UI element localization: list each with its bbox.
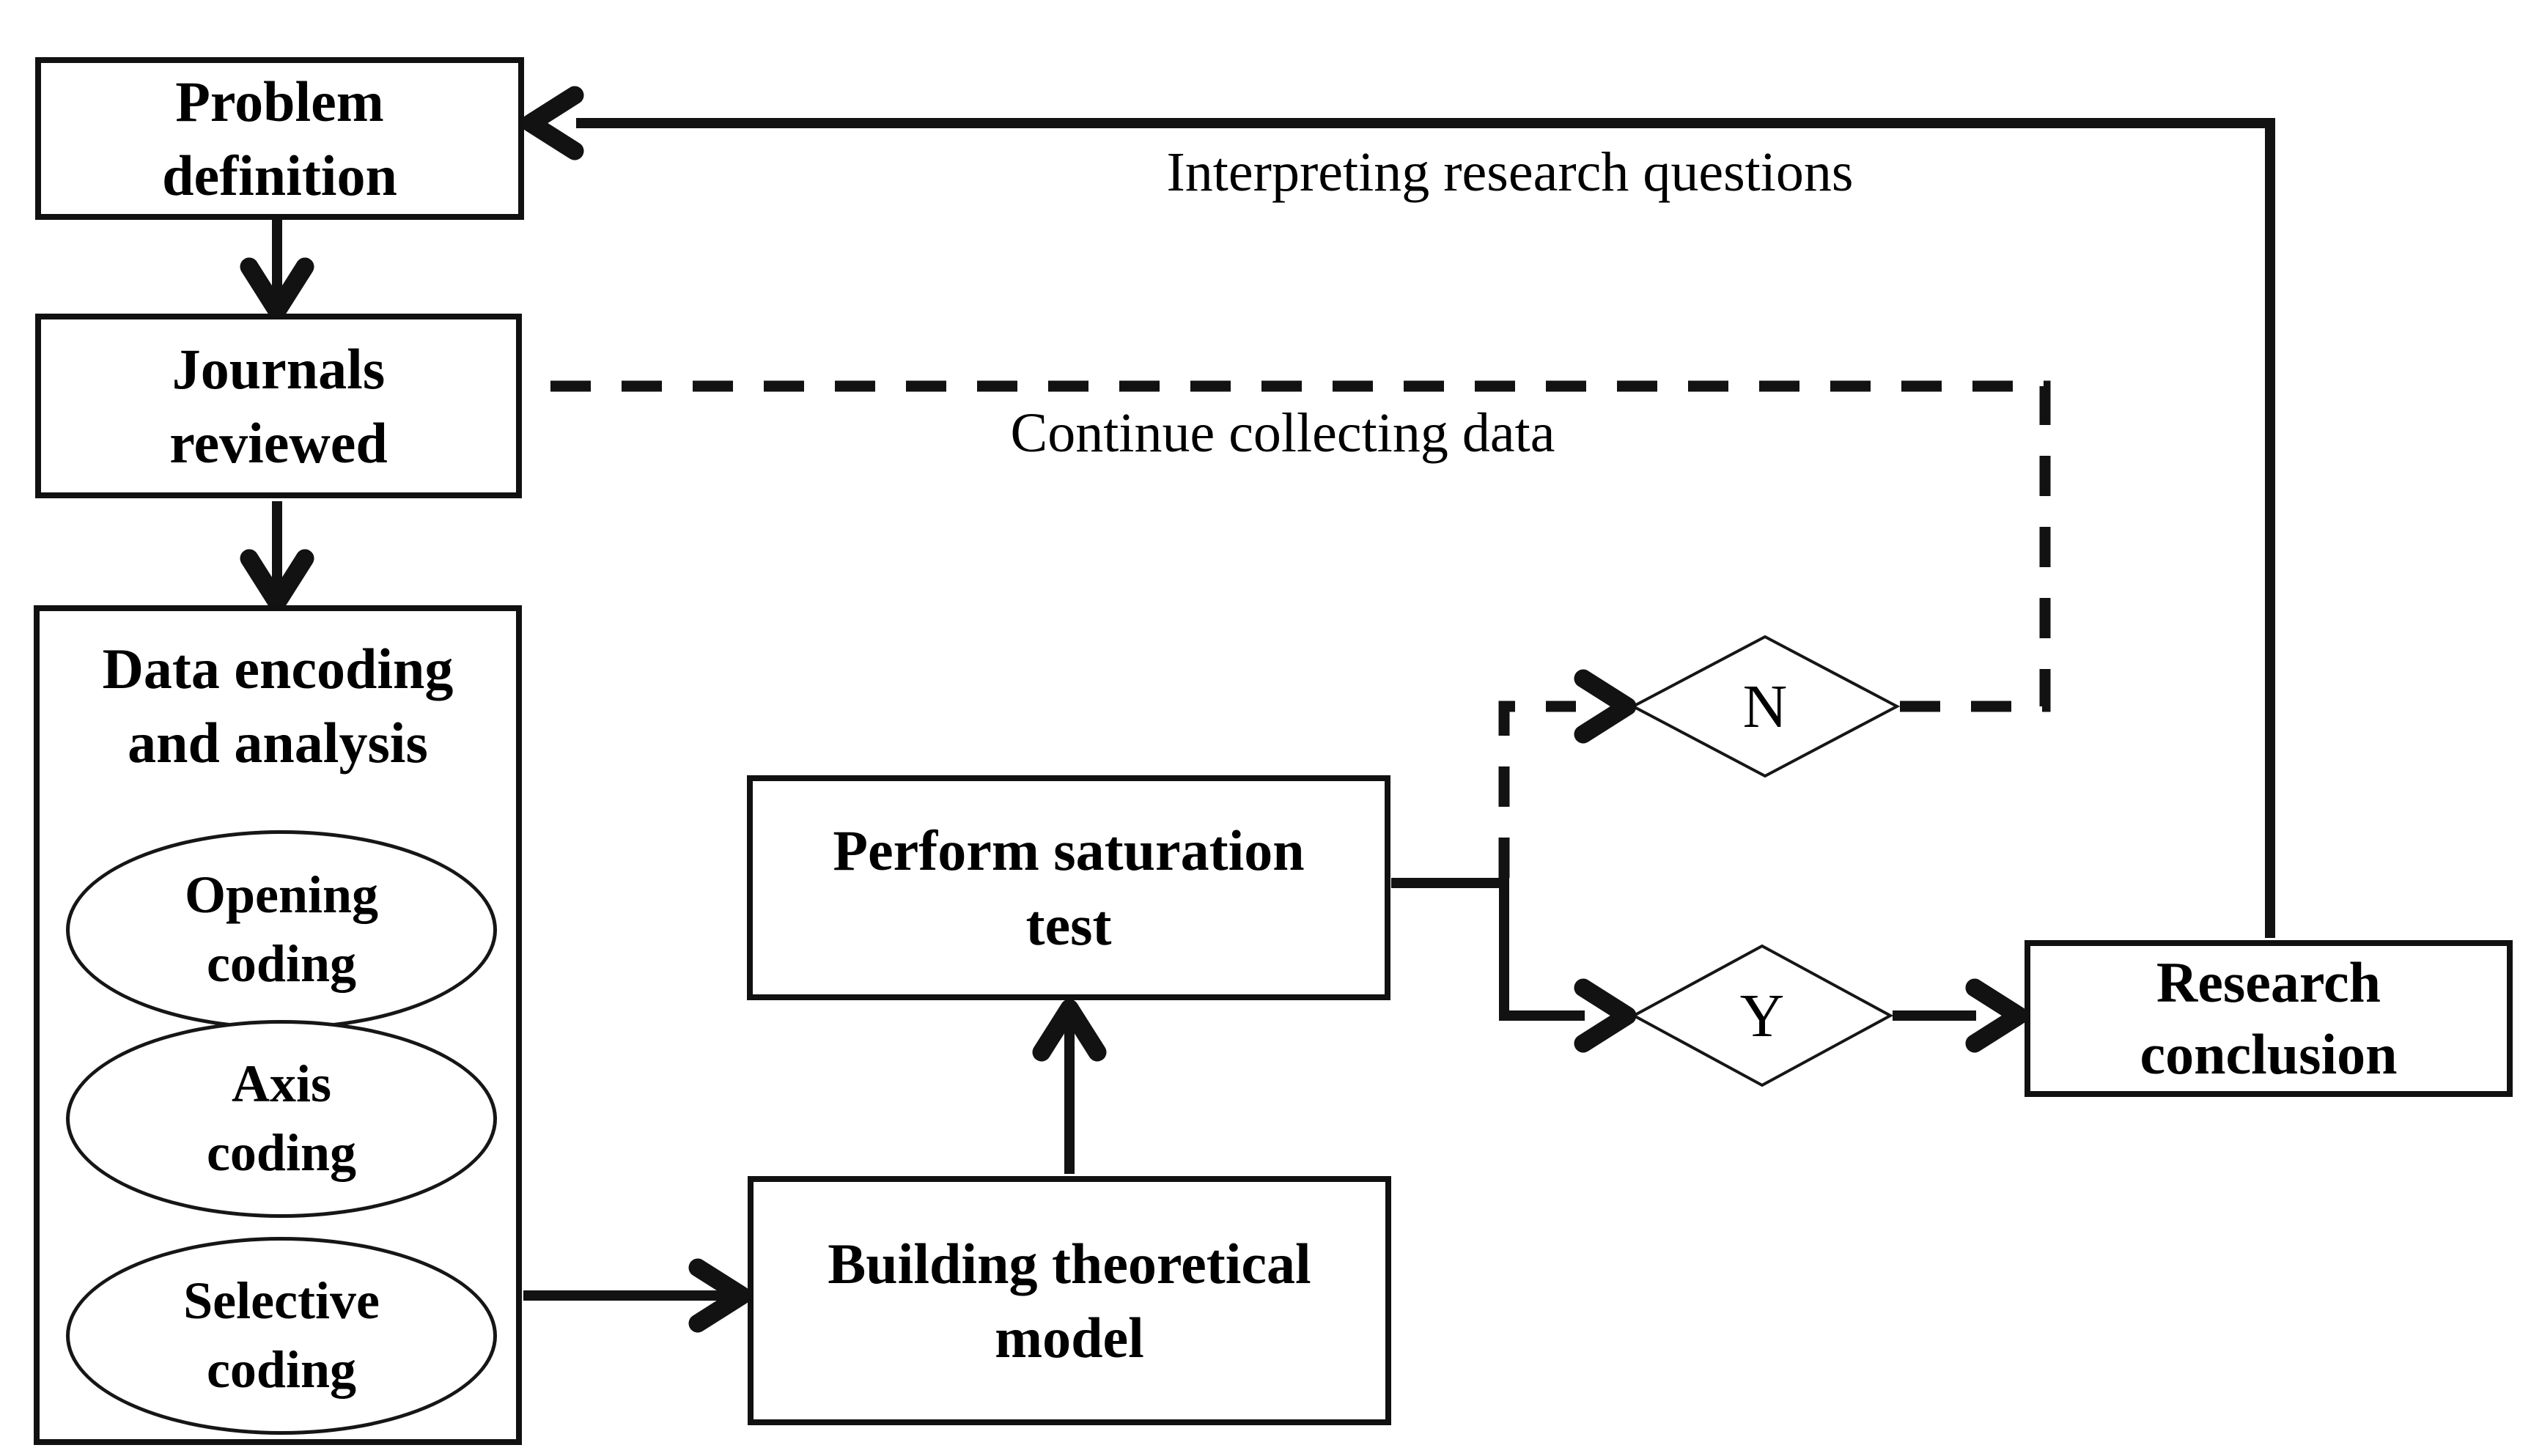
edge-junction-to-no	[1498, 701, 1576, 878]
node-building-theoretical-model: Building theoretical model	[748, 1176, 1391, 1425]
arrowhead-junction-to-no	[1574, 669, 1637, 744]
arrowhead-journals-to-data	[240, 549, 314, 612]
node-selective-coding: Selective coding	[66, 1237, 497, 1435]
node-journals-reviewed: Journals reviewed	[35, 314, 522, 498]
decision-yes-label: Y	[1739, 981, 1785, 1050]
edge-no-to-journals	[522, 380, 2051, 712]
node-problem-definition: Problem definition	[35, 57, 524, 220]
edge-saturation-to-yes	[1391, 878, 1585, 1021]
arrowhead-saturation-to-yes	[1574, 978, 1637, 1053]
arrowhead-yes-to-research	[1965, 978, 2028, 1053]
decision-no-label: N	[1742, 672, 1788, 741]
decision-yes-diamond	[1630, 944, 1894, 1087]
decision-no-diamond	[1629, 635, 1901, 778]
node-perform-saturation-test: Perform saturation test	[747, 775, 1390, 1000]
label-continue-collecting-data: Continue collecting data	[1010, 402, 1555, 464]
arrowhead-building-to-saturation	[1032, 999, 1107, 1062]
arrowhead-problem-to-journals	[240, 257, 314, 320]
node-research-conclusion: Research conclusion	[2025, 940, 2513, 1097]
node-axis-coding: Axis coding	[66, 1020, 497, 1218]
label-interpreting-research-questions: Interpreting research questions	[1166, 141, 1854, 203]
node-opening-coding: Opening coding	[66, 830, 497, 1030]
edge-research-to-problem	[576, 118, 2275, 938]
arrowhead-selective-to-building	[688, 1258, 751, 1333]
arrowhead-research-to-problem	[521, 86, 584, 160]
